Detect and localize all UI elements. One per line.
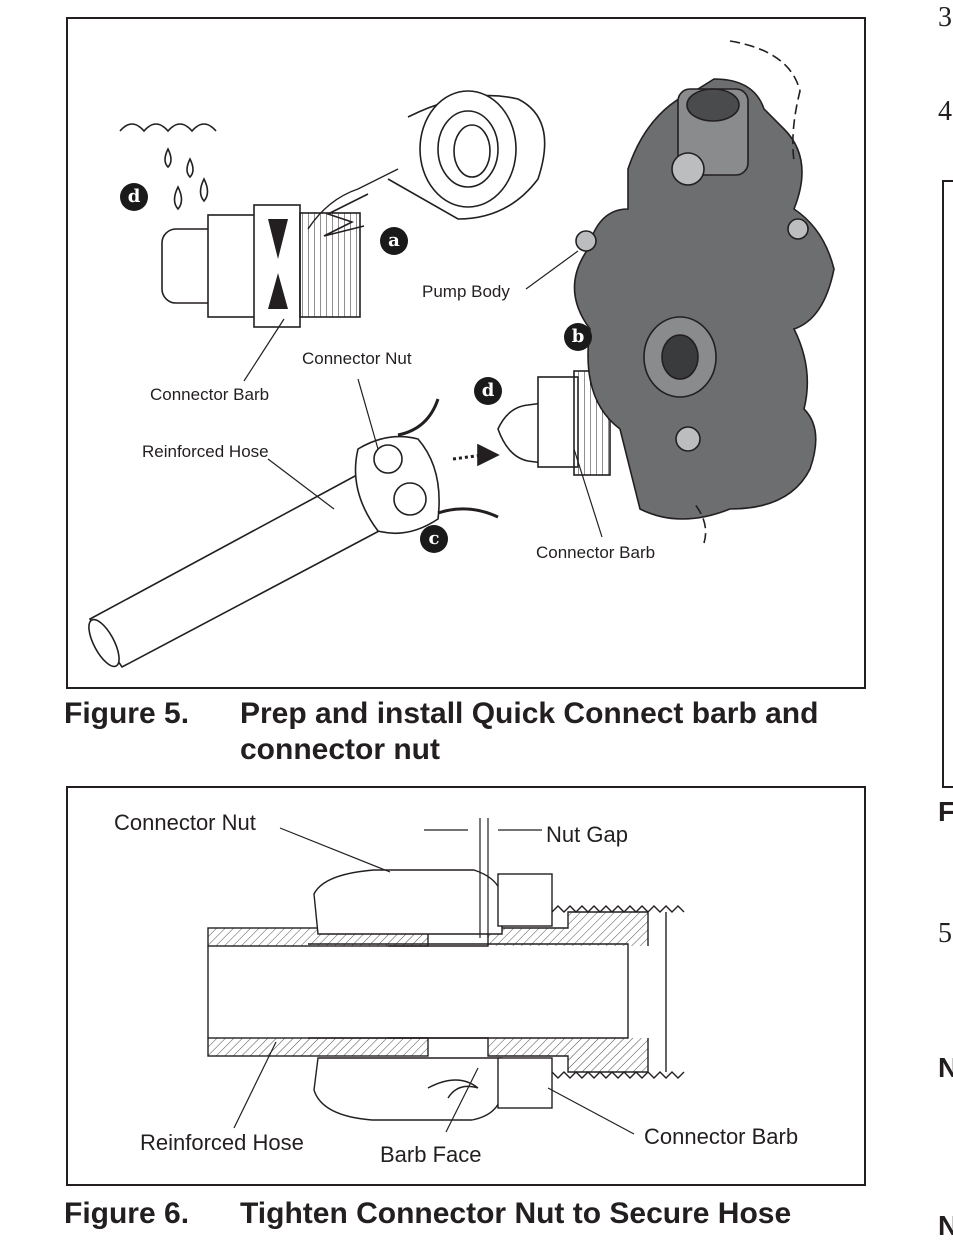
label-connector-nut-fig6: Connector Nut [114, 810, 256, 835]
figure-5-illustration: Pump Body Connector Barb Connector Nut R… [66, 17, 866, 689]
note-fragment-1: N [938, 1052, 953, 1083]
figure-6-drawing [207, 818, 685, 1135]
label-nut-gap: Nut Gap [546, 822, 628, 847]
label-barb-face: Barb Face [380, 1142, 482, 1167]
figure-5-caption: Figure 5. Prep and install Quick Connect… [64, 696, 864, 774]
step-4-fragment: 4 [938, 96, 952, 127]
step-badge-a: a [380, 227, 408, 255]
label-reinforced-hose-fig6: Reinforced Hose [140, 1130, 304, 1155]
label-connector-barb-top: Connector Barb [150, 385, 270, 404]
step-badge-c: c [420, 525, 448, 553]
label-connector-barb-bottom: Connector Barb [536, 543, 656, 562]
figure-6-illustration: Connector Nut Nut Gap Reinforced Hose Ba… [66, 786, 866, 1186]
step-badge-d-top: d [120, 183, 148, 211]
figure-5-drawing [88, 40, 835, 669]
label-pump-body: Pump Body [422, 282, 510, 301]
connector-barb-top-illustration [161, 204, 361, 328]
step-badge-b: b [564, 323, 592, 351]
step-5-fragment: 5 [938, 918, 952, 949]
figure-5-leader-lines [243, 250, 603, 538]
pump-body-illustration [573, 40, 835, 544]
figure-6-caption: Figure 6. Tighten Connector Nut to Secur… [64, 1196, 864, 1236]
figure-6-number: Figure 6. [64, 1197, 190, 1230]
step-badge-d-mid: d [474, 377, 502, 405]
figure-6-leader-lines [233, 818, 635, 1135]
hose-and-nut-illustration [88, 398, 500, 669]
label-reinforced-hose: Reinforced Hose [142, 442, 269, 461]
note-fragment-2: N [938, 1210, 953, 1241]
step-3-fragment: 3 [938, 2, 952, 33]
water-icon [119, 123, 217, 211]
figure-5-number: Figure 5. [64, 697, 190, 730]
figure-5-title: Prep and install Quick Connect barb and … [240, 697, 819, 766]
figure-fragment: F [938, 796, 953, 827]
cross-section-illustration [207, 869, 685, 1121]
label-connector-nut: Connector Nut [302, 349, 412, 368]
figure-6-title: Tighten Connector Nut to Secure Hose [240, 1197, 792, 1230]
label-connector-barb-fig6: Connector Barb [644, 1124, 799, 1149]
cropped-figure-box [942, 180, 953, 788]
